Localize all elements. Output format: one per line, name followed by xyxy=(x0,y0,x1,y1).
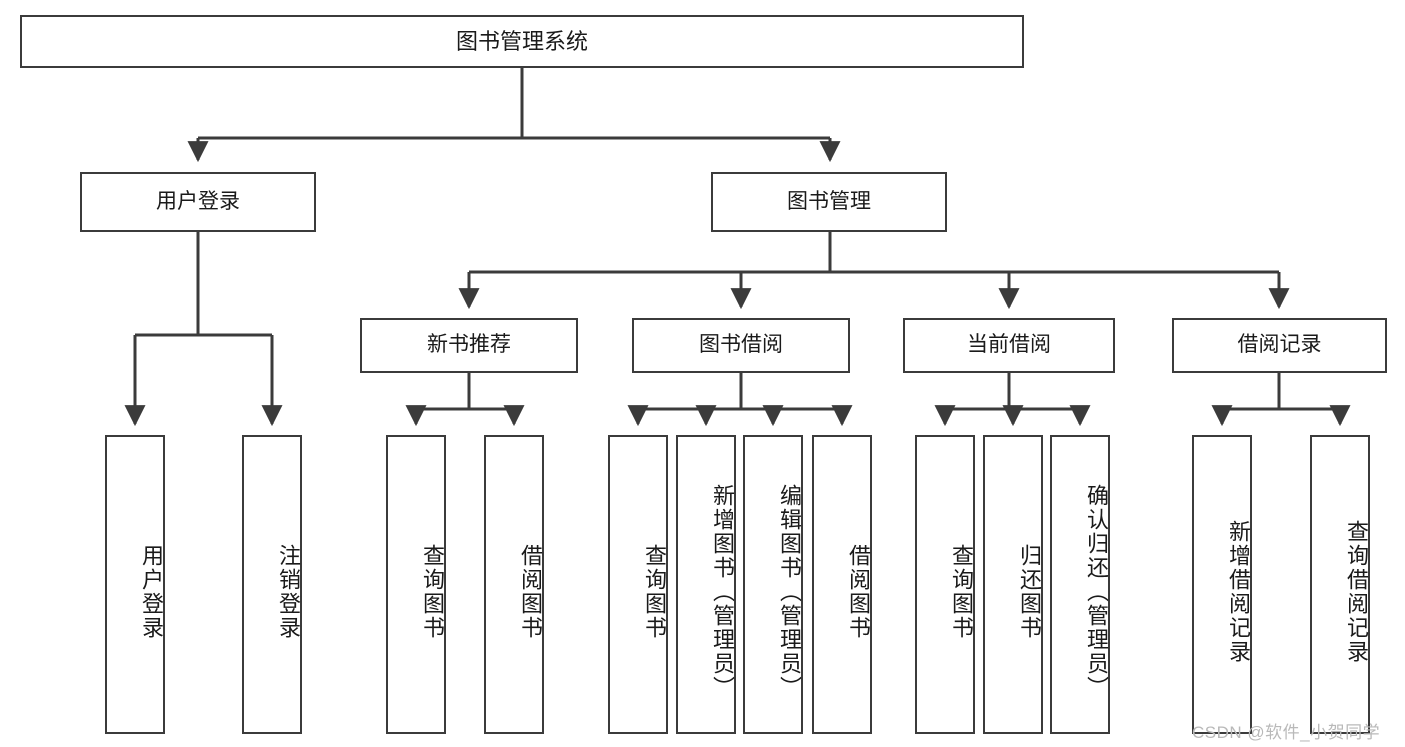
leaf-return-book-label: 归还图书 xyxy=(1017,543,1042,640)
leaf-user-logout-label: 注销登录 xyxy=(276,543,301,640)
node-current-borrow[interactable]: 当前借阅 xyxy=(903,318,1115,373)
node-root-label: 图书管理系统 xyxy=(455,28,588,54)
node-new-book-rec-label: 新书推荐 xyxy=(427,333,511,357)
leaf-query-book-1[interactable]: 查询图书 xyxy=(386,435,446,734)
leaf-add-book[interactable]: 新增图书（管理员） xyxy=(676,435,736,734)
leaf-query-book-2[interactable]: 查询图书 xyxy=(608,435,668,734)
leaf-user-login-label: 用户登录 xyxy=(139,543,164,640)
node-book-manage-label: 图书管理 xyxy=(787,189,871,213)
leaf-return-book[interactable]: 归还图书 xyxy=(983,435,1043,734)
leaf-borrow-book-1-label: 借阅图书 xyxy=(518,543,543,640)
node-book-borrow[interactable]: 图书借阅 xyxy=(632,318,850,373)
node-borrow-record[interactable]: 借阅记录 xyxy=(1172,318,1387,373)
leaf-confirm-return-label: 确认归还（管理员） xyxy=(1084,483,1109,700)
node-root[interactable]: 图书管理系统 xyxy=(20,15,1024,68)
leaf-edit-book[interactable]: 编辑图书（管理员） xyxy=(743,435,803,734)
leaf-edit-book-label: 编辑图书（管理员） xyxy=(777,483,802,700)
leaf-query-book-2-label: 查询图书 xyxy=(642,543,667,640)
leaf-add-book-label: 新增图书（管理员） xyxy=(710,483,735,700)
leaf-query-record[interactable]: 查询借阅记录 xyxy=(1310,435,1370,734)
leaf-query-record-label: 查询借阅记录 xyxy=(1344,519,1369,664)
leaf-query-book-1-label: 查询图书 xyxy=(420,543,445,640)
watermark: CSDN @软件_小贺同学 xyxy=(1192,723,1381,742)
node-new-book-rec[interactable]: 新书推荐 xyxy=(360,318,578,373)
node-book-manage[interactable]: 图书管理 xyxy=(711,172,947,232)
leaf-query-book-3-label: 查询图书 xyxy=(949,543,974,640)
leaf-user-login[interactable]: 用户登录 xyxy=(105,435,165,734)
node-user-login-label: 用户登录 xyxy=(156,189,240,213)
node-user-login[interactable]: 用户登录 xyxy=(80,172,316,232)
leaf-confirm-return[interactable]: 确认归还（管理员） xyxy=(1050,435,1110,734)
leaf-user-logout[interactable]: 注销登录 xyxy=(242,435,302,734)
leaf-add-record-label: 新增借阅记录 xyxy=(1226,519,1251,664)
leaf-query-book-3[interactable]: 查询图书 xyxy=(915,435,975,734)
node-book-borrow-label: 图书借阅 xyxy=(699,333,783,357)
leaf-borrow-book-2[interactable]: 借阅图书 xyxy=(812,435,872,734)
leaf-add-record[interactable]: 新增借阅记录 xyxy=(1192,435,1252,734)
node-current-borrow-label: 当前借阅 xyxy=(967,333,1051,357)
node-borrow-record-label: 借阅记录 xyxy=(1237,333,1322,357)
leaf-borrow-book-2-label: 借阅图书 xyxy=(846,543,871,640)
leaf-borrow-book-1[interactable]: 借阅图书 xyxy=(484,435,544,734)
